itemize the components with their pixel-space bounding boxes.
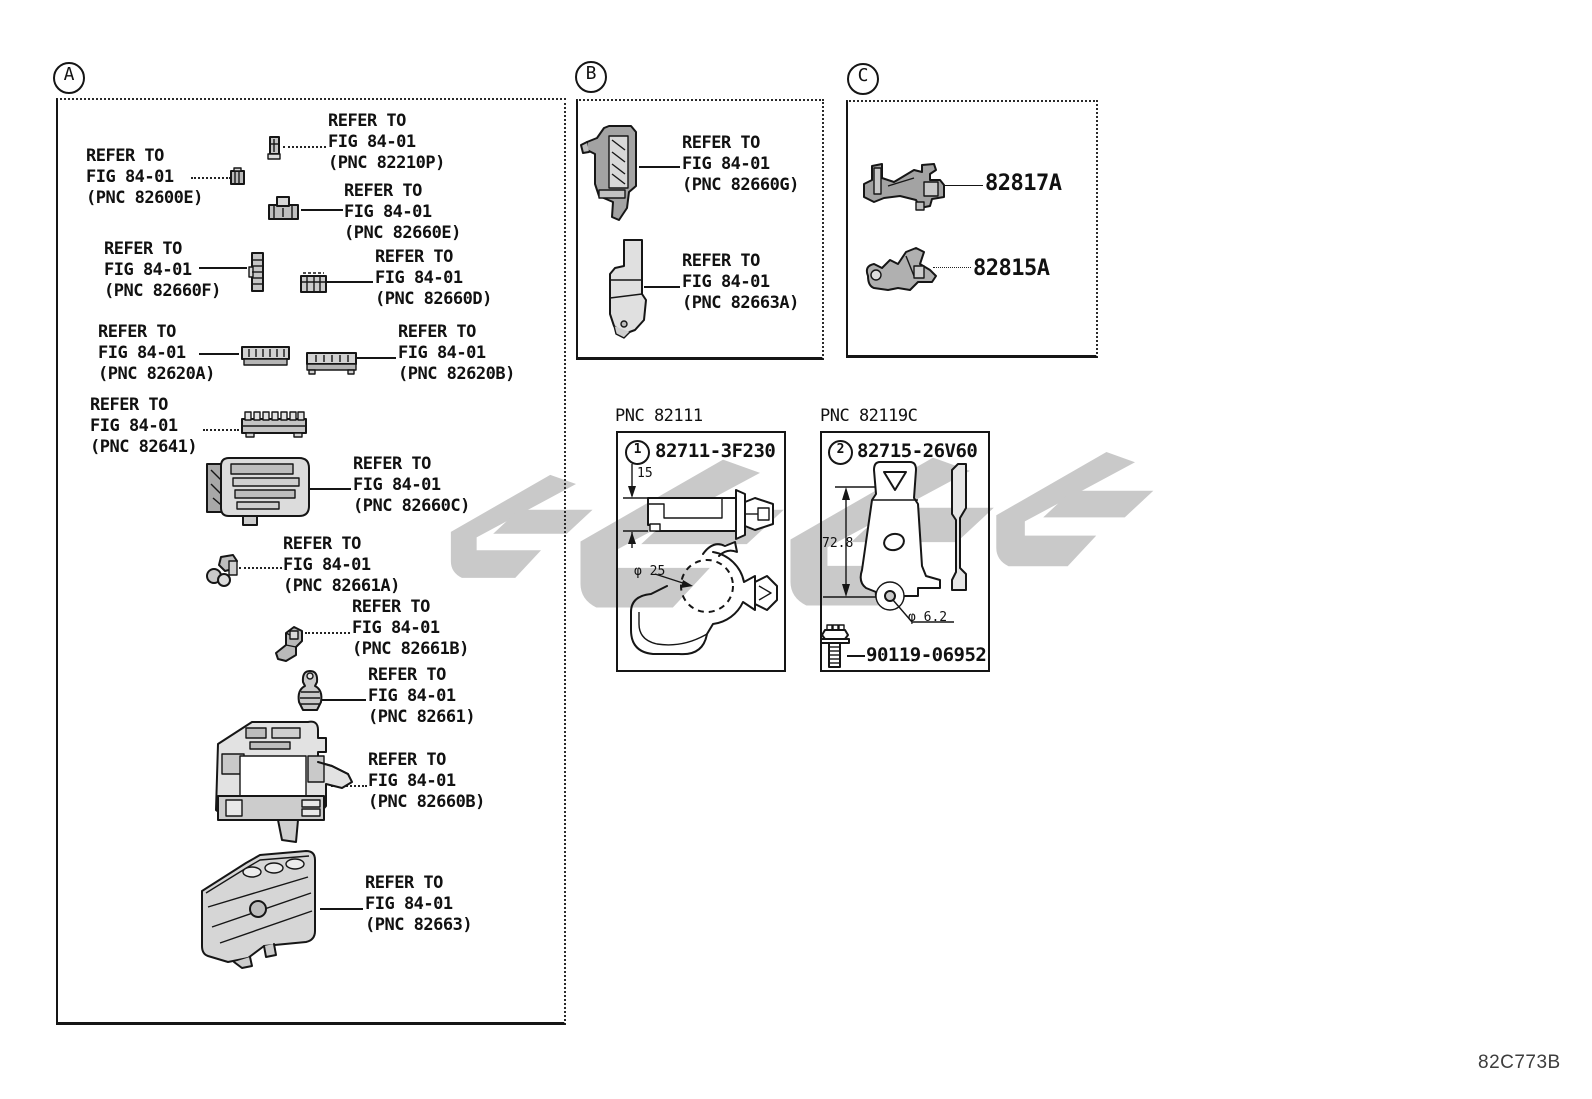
section-c-badge: C [847, 63, 879, 95]
refer-label-82661a: REFER TO FIG 84-01 (PNC 82661A) [283, 534, 400, 596]
leader-82663 [320, 908, 363, 910]
pnc-82119c-header: PNC 82119C [820, 406, 918, 426]
leader-82660g [639, 166, 680, 168]
height-dim-label-1: 15 [637, 466, 653, 481]
part-82663a-drawing [600, 236, 650, 338]
part-82660d-drawing [299, 270, 329, 295]
clamp-side-view-drawing [618, 458, 782, 550]
diameter-dim-label-2: φ 6.2 [908, 610, 948, 625]
leader-82210p [283, 146, 326, 148]
leader-82620a [199, 353, 239, 355]
refer-label-82660e: REFER TO FIG 84-01 (PNC 82660E) [344, 181, 461, 243]
refer-label-82661: REFER TO FIG 84-01 (PNC 82661) [368, 665, 476, 727]
bracket-front-view-drawing [820, 450, 985, 628]
part-82660b-drawing [190, 710, 358, 844]
section-a-badge: A [53, 62, 85, 94]
refer-label-82641: REFER TO FIG 84-01 (PNC 82641) [90, 395, 198, 457]
bolt-drawing [819, 623, 851, 669]
part-number-82817a: 82817A [985, 171, 1062, 196]
callout-1-badge: 1 [625, 440, 650, 465]
leader-82815a [933, 267, 971, 268]
refer-label-82600e: REFER TO FIG 84-01 (PNC 82600E) [86, 146, 203, 208]
part-82817a-drawing [858, 160, 946, 214]
leader-82600e [191, 177, 231, 179]
refer-label-82660c: REFER TO FIG 84-01 (PNC 82660C) [353, 454, 470, 516]
leader-82620b [355, 357, 396, 359]
leader-82661 [321, 699, 366, 701]
part-82660g-drawing [579, 120, 643, 226]
pnc-82111-header: PNC 82111 [615, 406, 703, 426]
refer-label-82660g: REFER TO FIG 84-01 (PNC 82660G) [682, 133, 799, 195]
part-82620a-drawing [240, 344, 292, 368]
leader-82817a [943, 185, 983, 186]
refer-label-82660d: REFER TO FIG 84-01 (PNC 82660D) [375, 247, 492, 309]
section-c-panel [846, 100, 1098, 358]
leader-82660f [199, 267, 247, 269]
part-number-82815a: 82815A [973, 256, 1050, 281]
clip-front-view-drawing [617, 538, 783, 666]
callout-2-badge: 2 [828, 440, 853, 465]
part-number-90119-06952: 90119-06952 [866, 644, 987, 666]
leader-82660e [301, 209, 343, 211]
refer-label-82210p: REFER TO FIG 84-01 (PNC 82210P) [328, 111, 445, 173]
section-b-badge: B [575, 61, 607, 93]
refer-label-82620b: REFER TO FIG 84-01 (PNC 82620B) [398, 322, 515, 384]
refer-label-82660b: REFER TO FIG 84-01 (PNC 82660B) [368, 750, 485, 812]
part-82660f-drawing [248, 251, 266, 295]
figure-code: 82C773B [1478, 1052, 1561, 1073]
part-82661a-drawing [203, 549, 243, 589]
part-82660c-drawing [205, 452, 313, 528]
leader-82641 [203, 429, 239, 431]
leader-82661a [239, 567, 282, 569]
refer-label-82620a: REFER TO FIG 84-01 (PNC 82620A) [98, 322, 215, 384]
leader-82663a [644, 286, 680, 288]
part-82641-drawing [240, 409, 310, 439]
refer-label-82661b: REFER TO FIG 84-01 (PNC 82661B) [352, 597, 469, 659]
part-82600e-drawing [229, 167, 246, 188]
part-82661b-drawing [272, 623, 308, 663]
refer-label-82663a: REFER TO FIG 84-01 (PNC 82663A) [682, 251, 799, 313]
leader-82660d [327, 281, 373, 283]
leader-82660c [309, 488, 351, 490]
part-82210p-drawing [266, 136, 282, 161]
leader-82660b [331, 785, 367, 787]
section-b-panel [576, 99, 824, 360]
leader-82661b [305, 632, 350, 634]
leader-90119-06952 [847, 655, 865, 657]
pnc-82119c-box [820, 431, 990, 672]
refer-label-82663: REFER TO FIG 84-01 (PNC 82663) [365, 873, 473, 935]
section-a-panel [56, 98, 566, 1025]
part-number-82715-26v60: 82715-26V60 [857, 440, 978, 462]
part-82660e-drawing [267, 195, 301, 222]
part-82661-drawing [293, 668, 325, 714]
refer-label-82660f: REFER TO FIG 84-01 (PNC 82660F) [104, 239, 221, 301]
pnc-82111-box [616, 431, 786, 672]
part-number-82711-3f230: 82711-3F230 [655, 440, 776, 462]
part-82815a-drawing [862, 246, 940, 294]
part-82663-drawing [194, 845, 326, 969]
part-82620b-drawing [305, 349, 359, 375]
